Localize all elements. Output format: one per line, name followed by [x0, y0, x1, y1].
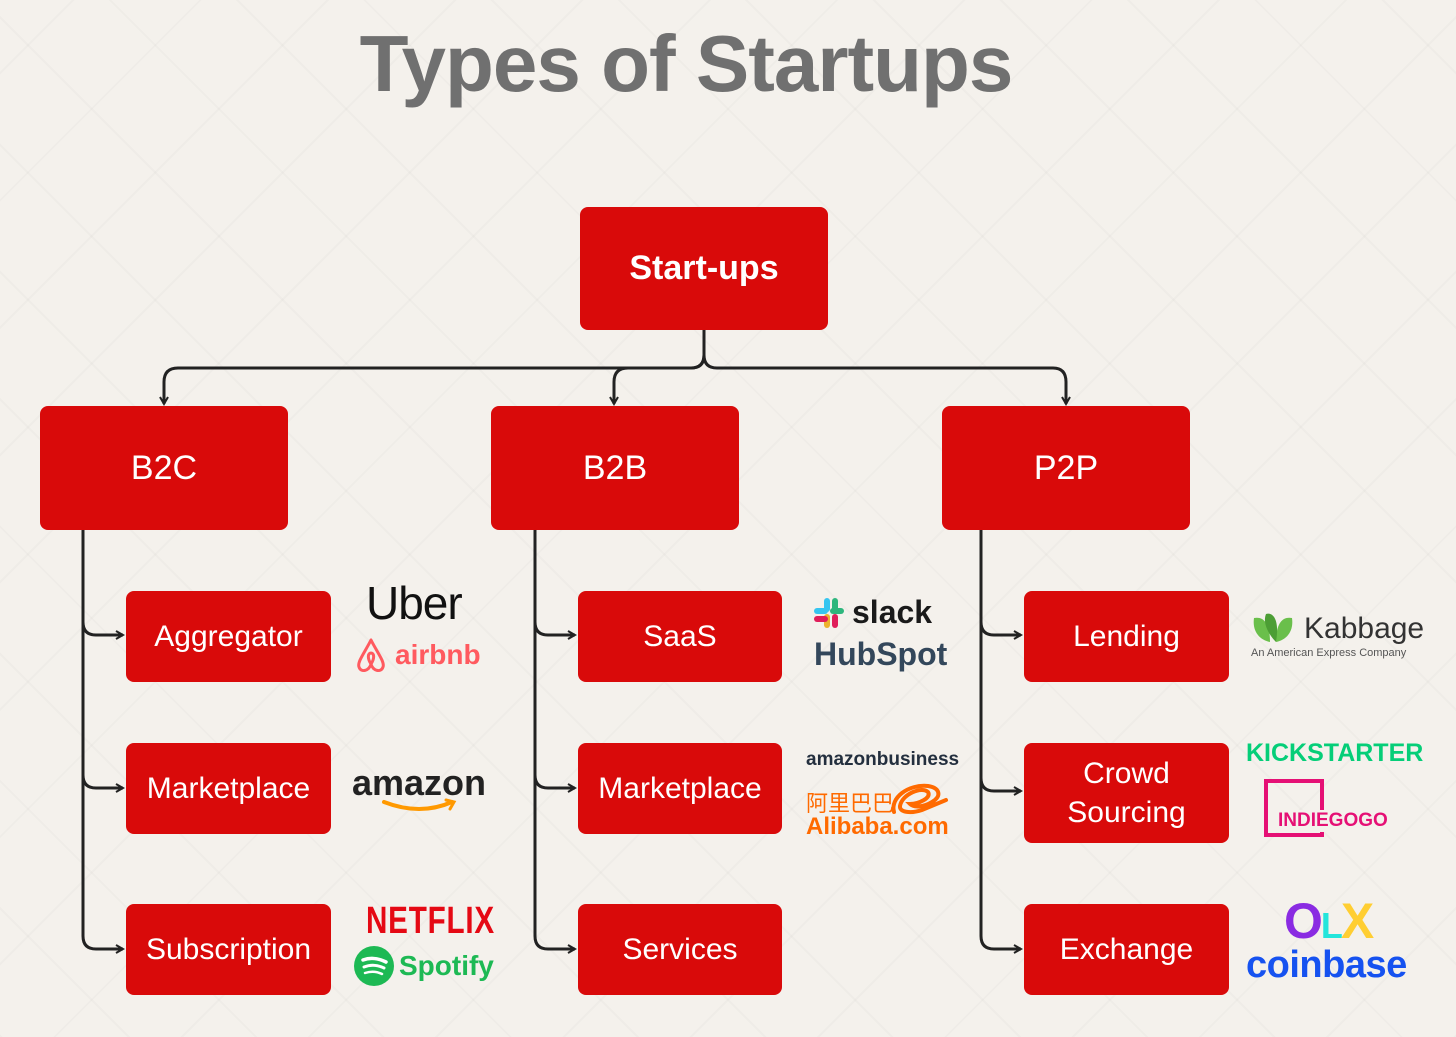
node-label: SaaS — [643, 620, 717, 653]
node-exchange: Exchange — [1024, 904, 1229, 995]
node-startups: Start-ups — [580, 207, 828, 330]
slack-icon — [814, 597, 844, 628]
page-title: Types of Startups — [359, 19, 1014, 108]
connector-b2c-aggregator — [81, 530, 123, 635]
node-label: Marketplace — [146, 772, 311, 805]
slack-logo: slack — [812, 594, 932, 631]
amazonbusiness-logo: amazonbusiness — [806, 749, 960, 770]
node-subscription: Subscription — [126, 904, 331, 995]
indiegogo-wordmark: INDIEGOGO — [1276, 810, 1390, 832]
node-crowd-sourcing: Crowd Sourcing — [1024, 743, 1229, 843]
coinbase-logo: coinbase — [1246, 944, 1407, 986]
netflix-logo: NETFLIX — [366, 900, 495, 942]
node-label: Start-ups — [629, 249, 779, 288]
spotify-icon — [354, 946, 394, 986]
kickstarter-logo: KICKSTARTER — [1246, 739, 1424, 767]
node-label: Marketplace — [598, 772, 762, 805]
spotify-logo: Spotify — [353, 945, 494, 987]
kabbage-icon — [1253, 613, 1293, 642]
node-label: B2C — [130, 448, 198, 487]
connector-p2p-lending — [979, 530, 1021, 635]
node-label: Services — [622, 933, 738, 966]
node-label: B2B — [582, 448, 648, 487]
node-b2c-marketplace: Marketplace — [126, 743, 331, 834]
connector-p2p-exchange — [979, 778, 1021, 949]
indiegogo-logo — [1264, 779, 1324, 837]
amazon-smile-icon — [382, 798, 457, 811]
kabbage-logo: Kabbage — [1250, 612, 1424, 646]
node-b2b: B2B — [491, 406, 739, 530]
amazon-logo: amazon — [352, 762, 486, 811]
connector-b2b-services — [533, 775, 575, 949]
node-lending: Lending — [1024, 591, 1229, 682]
connector-b2b-saas — [533, 530, 575, 635]
node-label: Exchange — [1059, 933, 1194, 966]
connector-root-b2b — [614, 354, 706, 404]
node-services: Services — [578, 904, 782, 995]
node-label: P2P — [1033, 448, 1099, 487]
node-aggregator: Aggregator — [126, 591, 331, 682]
airbnb-logo: airbnb — [353, 636, 481, 674]
node-b2b-marketplace: Marketplace — [578, 743, 782, 834]
connector-b2c-marketplace — [81, 622, 123, 788]
connector-b2c-subscription — [81, 775, 123, 949]
alibaba-cn-logo: 阿里巴巴 — [806, 791, 895, 816]
node-label: Aggregator — [154, 620, 303, 653]
node-b2c: B2C — [40, 406, 288, 530]
alibaba-logo: Alibaba.com — [806, 813, 949, 840]
node-p2p: P2P — [942, 406, 1190, 530]
connector-p2p-crowdsourcing — [979, 622, 1021, 791]
airbnb-icon — [357, 638, 385, 673]
node-label: Subscription — [145, 933, 312, 966]
alibaba-icon — [891, 783, 948, 815]
node-saas: SaaS — [578, 591, 782, 682]
olx-logo: OLX — [1284, 893, 1374, 949]
node-label: Crowd Sourcing — [1067, 757, 1186, 829]
connector-root-p2p — [702, 354, 1066, 404]
uber-logo: Uber — [366, 577, 463, 629]
connector-b2b-marketplace — [533, 622, 575, 788]
node-label: Lending — [1073, 620, 1180, 653]
kabbage-tagline: An American Express Company — [1251, 647, 1407, 659]
hubspot-logo: HubSpot — [814, 636, 948, 672]
